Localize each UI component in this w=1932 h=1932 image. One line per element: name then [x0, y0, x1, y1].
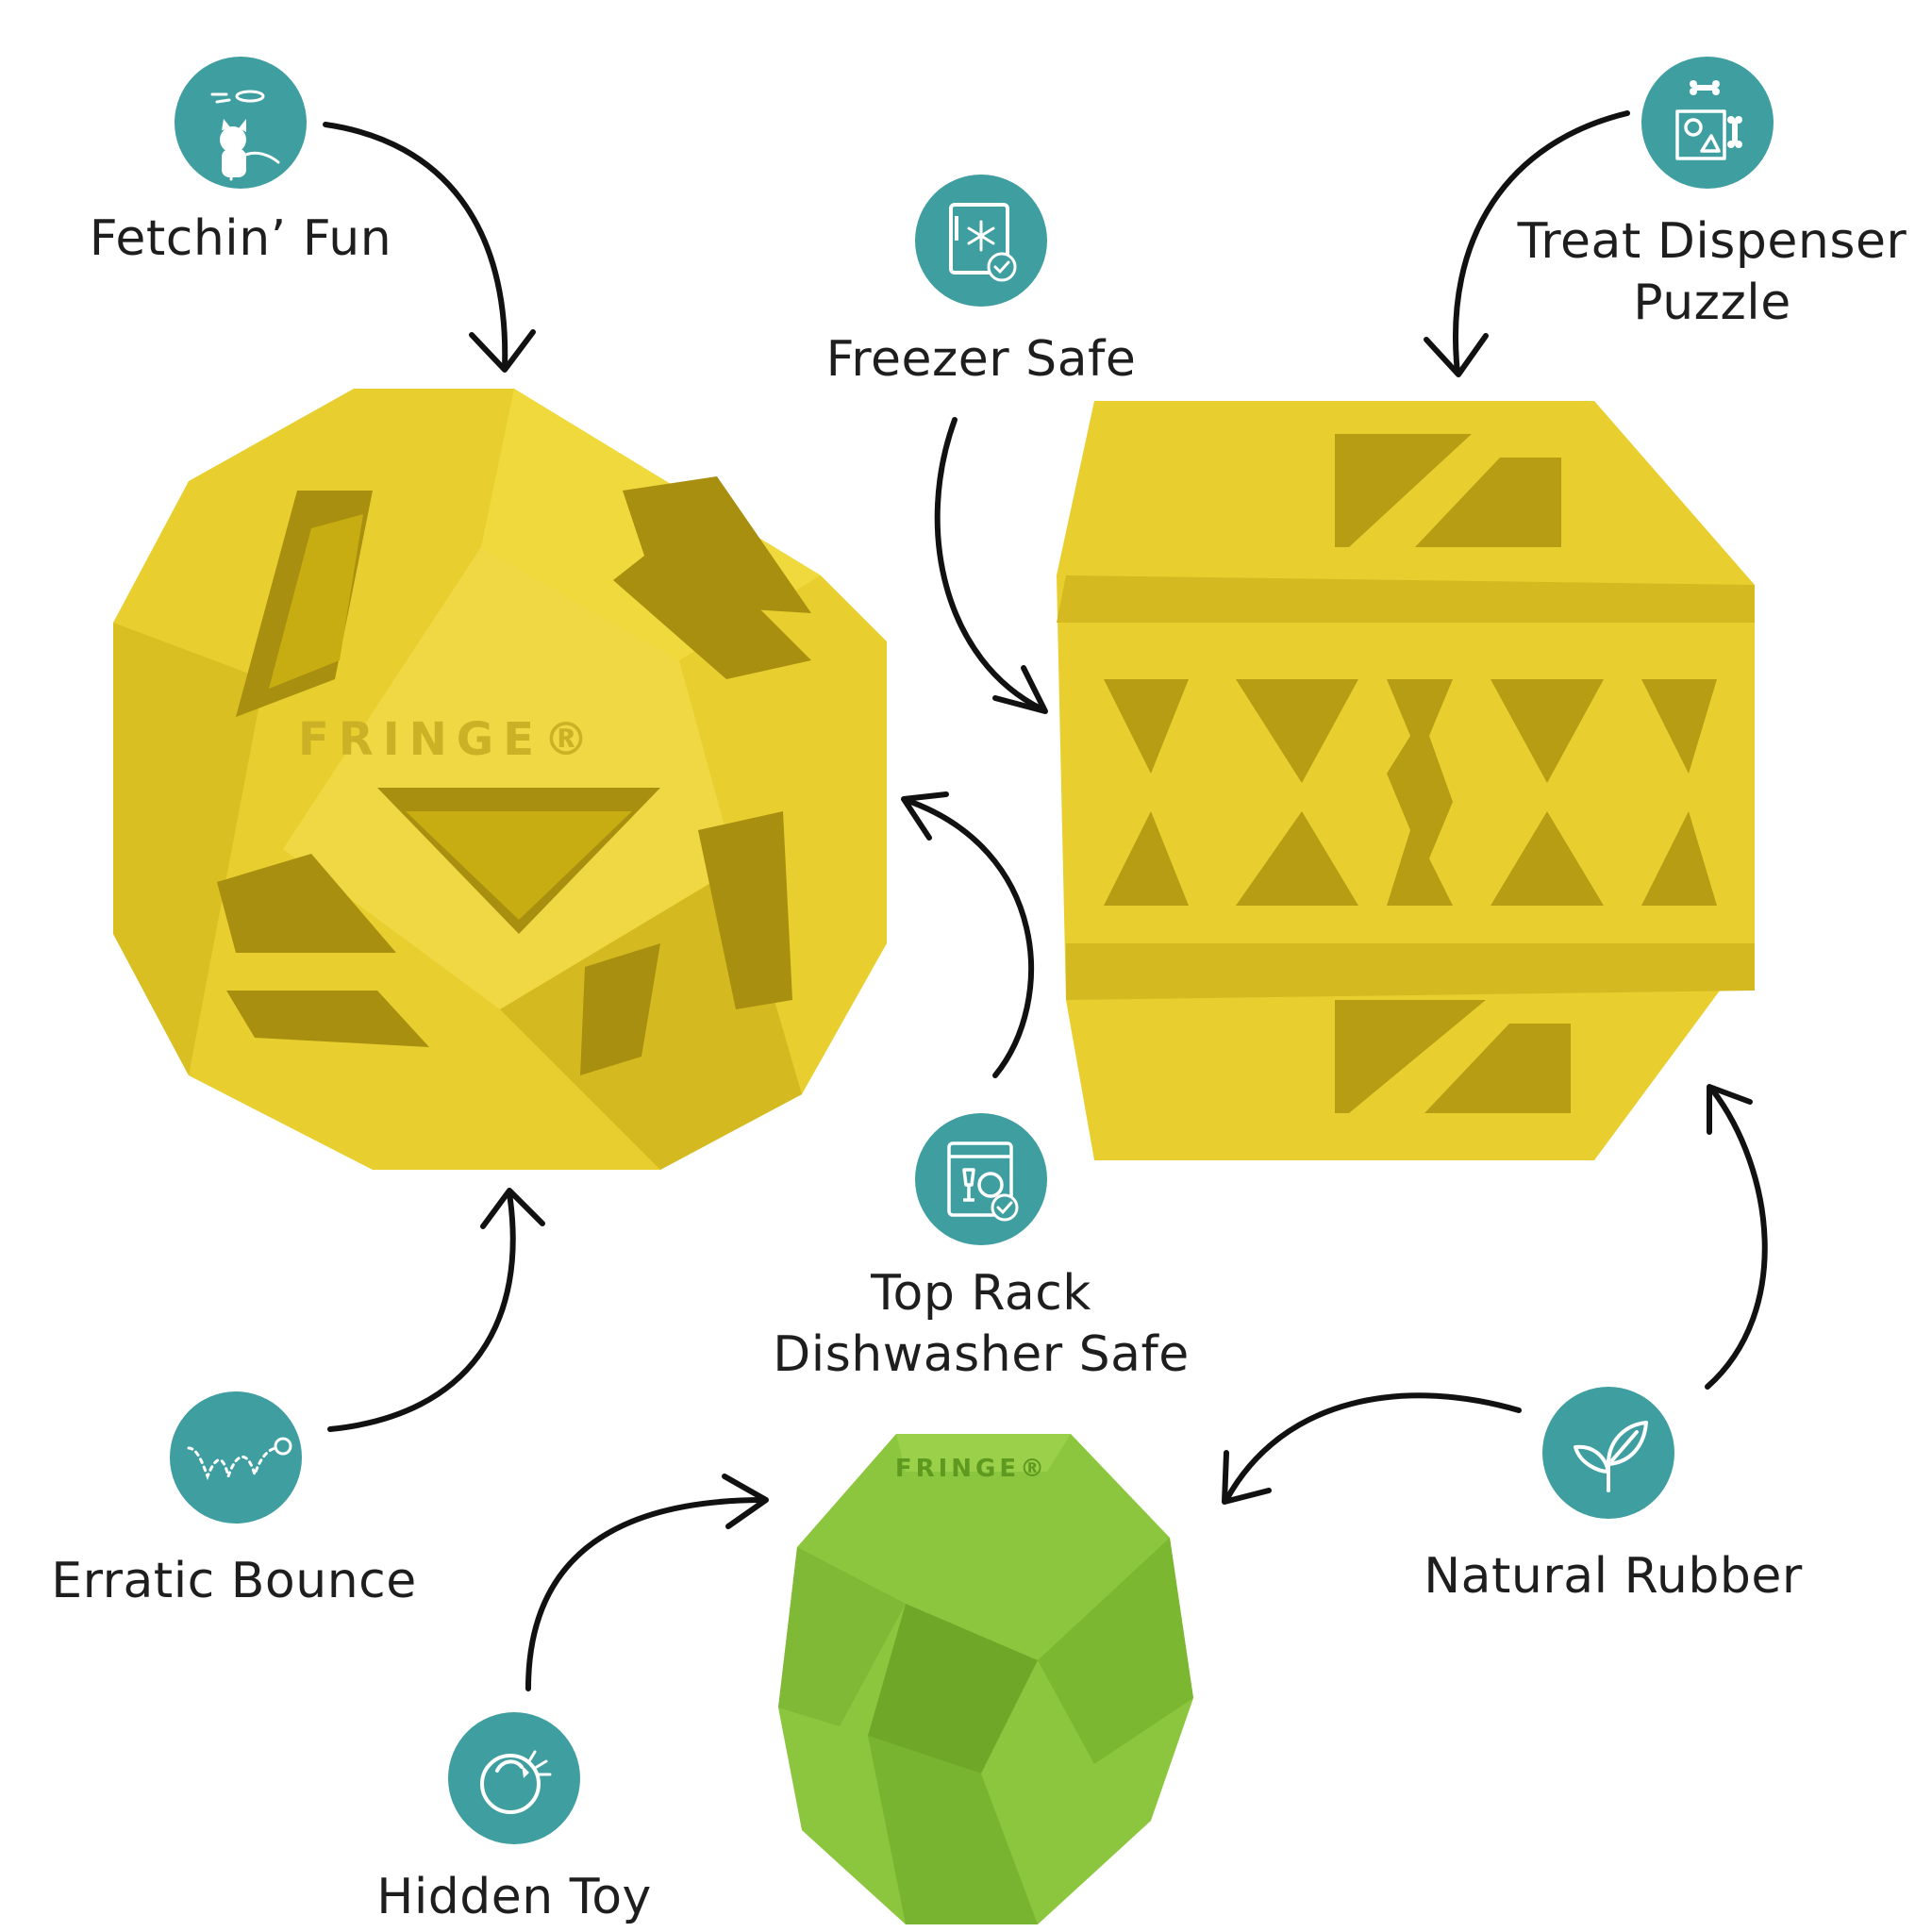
- arrow-dishwasher: [903, 797, 1035, 1078]
- inner-toy-brand: FRINGE®: [895, 1455, 1048, 1483]
- arrow-erratic-bounce: [327, 1191, 516, 1432]
- arrow-natural-rubber-ball: [1705, 1087, 1768, 1390]
- freezer-icon: [915, 175, 1047, 307]
- label-dishwasher-line2: Dishwasher Safe: [773, 1326, 1190, 1383]
- label-natural-rubber: Natural Rubber: [1424, 1548, 1803, 1605]
- arrow-treat-dispenser: [1453, 110, 1630, 375]
- label-dishwasher-line1: Top Rack: [871, 1265, 1091, 1322]
- arrow-hidden-toy: [525, 1497, 767, 1691]
- label-treat-dispenser-line1: Treat Dispenser: [1517, 213, 1907, 270]
- bounce-icon: [170, 1391, 302, 1524]
- dishwasher-icon: [915, 1113, 1047, 1245]
- front-ball-brand: FRINGE®: [298, 713, 598, 766]
- hidden-ball-icon: [448, 1712, 580, 1844]
- leaf-icon: [1542, 1387, 1674, 1519]
- puzzle-icon: [1641, 57, 1774, 189]
- label-fetchin-fun: Fetchin’ Fun: [89, 210, 392, 267]
- dog-fetch-icon: [175, 57, 307, 189]
- arrow-fetchin-fun: [323, 122, 508, 371]
- arrow-freezer-safe: [934, 417, 1045, 712]
- label-erratic-bounce: Erratic Bounce: [51, 1553, 417, 1609]
- label-freezer-safe: Freezer Safe: [825, 331, 1137, 388]
- label-treat-dispenser-line2: Puzzle: [1633, 275, 1791, 331]
- arrow-natural-rubber-toy: [1224, 1392, 1522, 1503]
- label-hidden-toy: Hidden Toy: [376, 1869, 652, 1925]
